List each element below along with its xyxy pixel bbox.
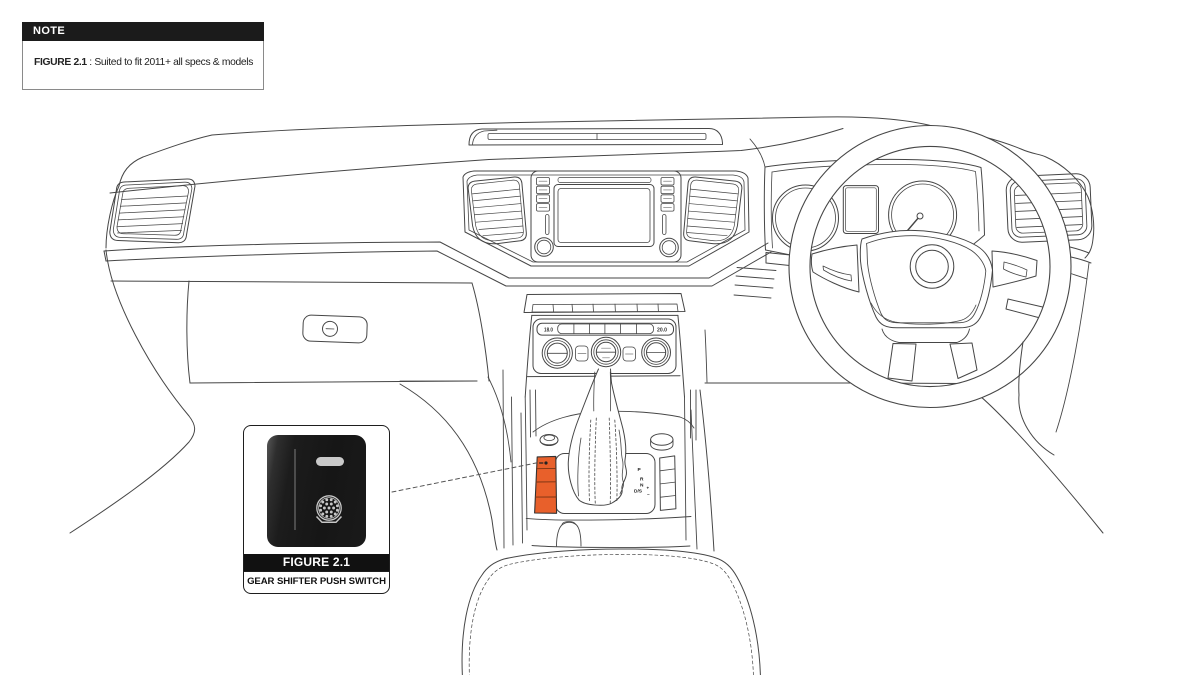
svg-text:18.0: 18.0 (544, 328, 553, 334)
svg-text:D/S: D/S (634, 489, 643, 495)
svg-text:P: P (638, 467, 642, 473)
svg-text:+: + (647, 486, 650, 491)
svg-text:N: N (640, 483, 644, 489)
svg-text:−: − (647, 492, 650, 497)
svg-text:20.0: 20.0 (657, 328, 667, 334)
svg-text:R: R (640, 477, 644, 483)
